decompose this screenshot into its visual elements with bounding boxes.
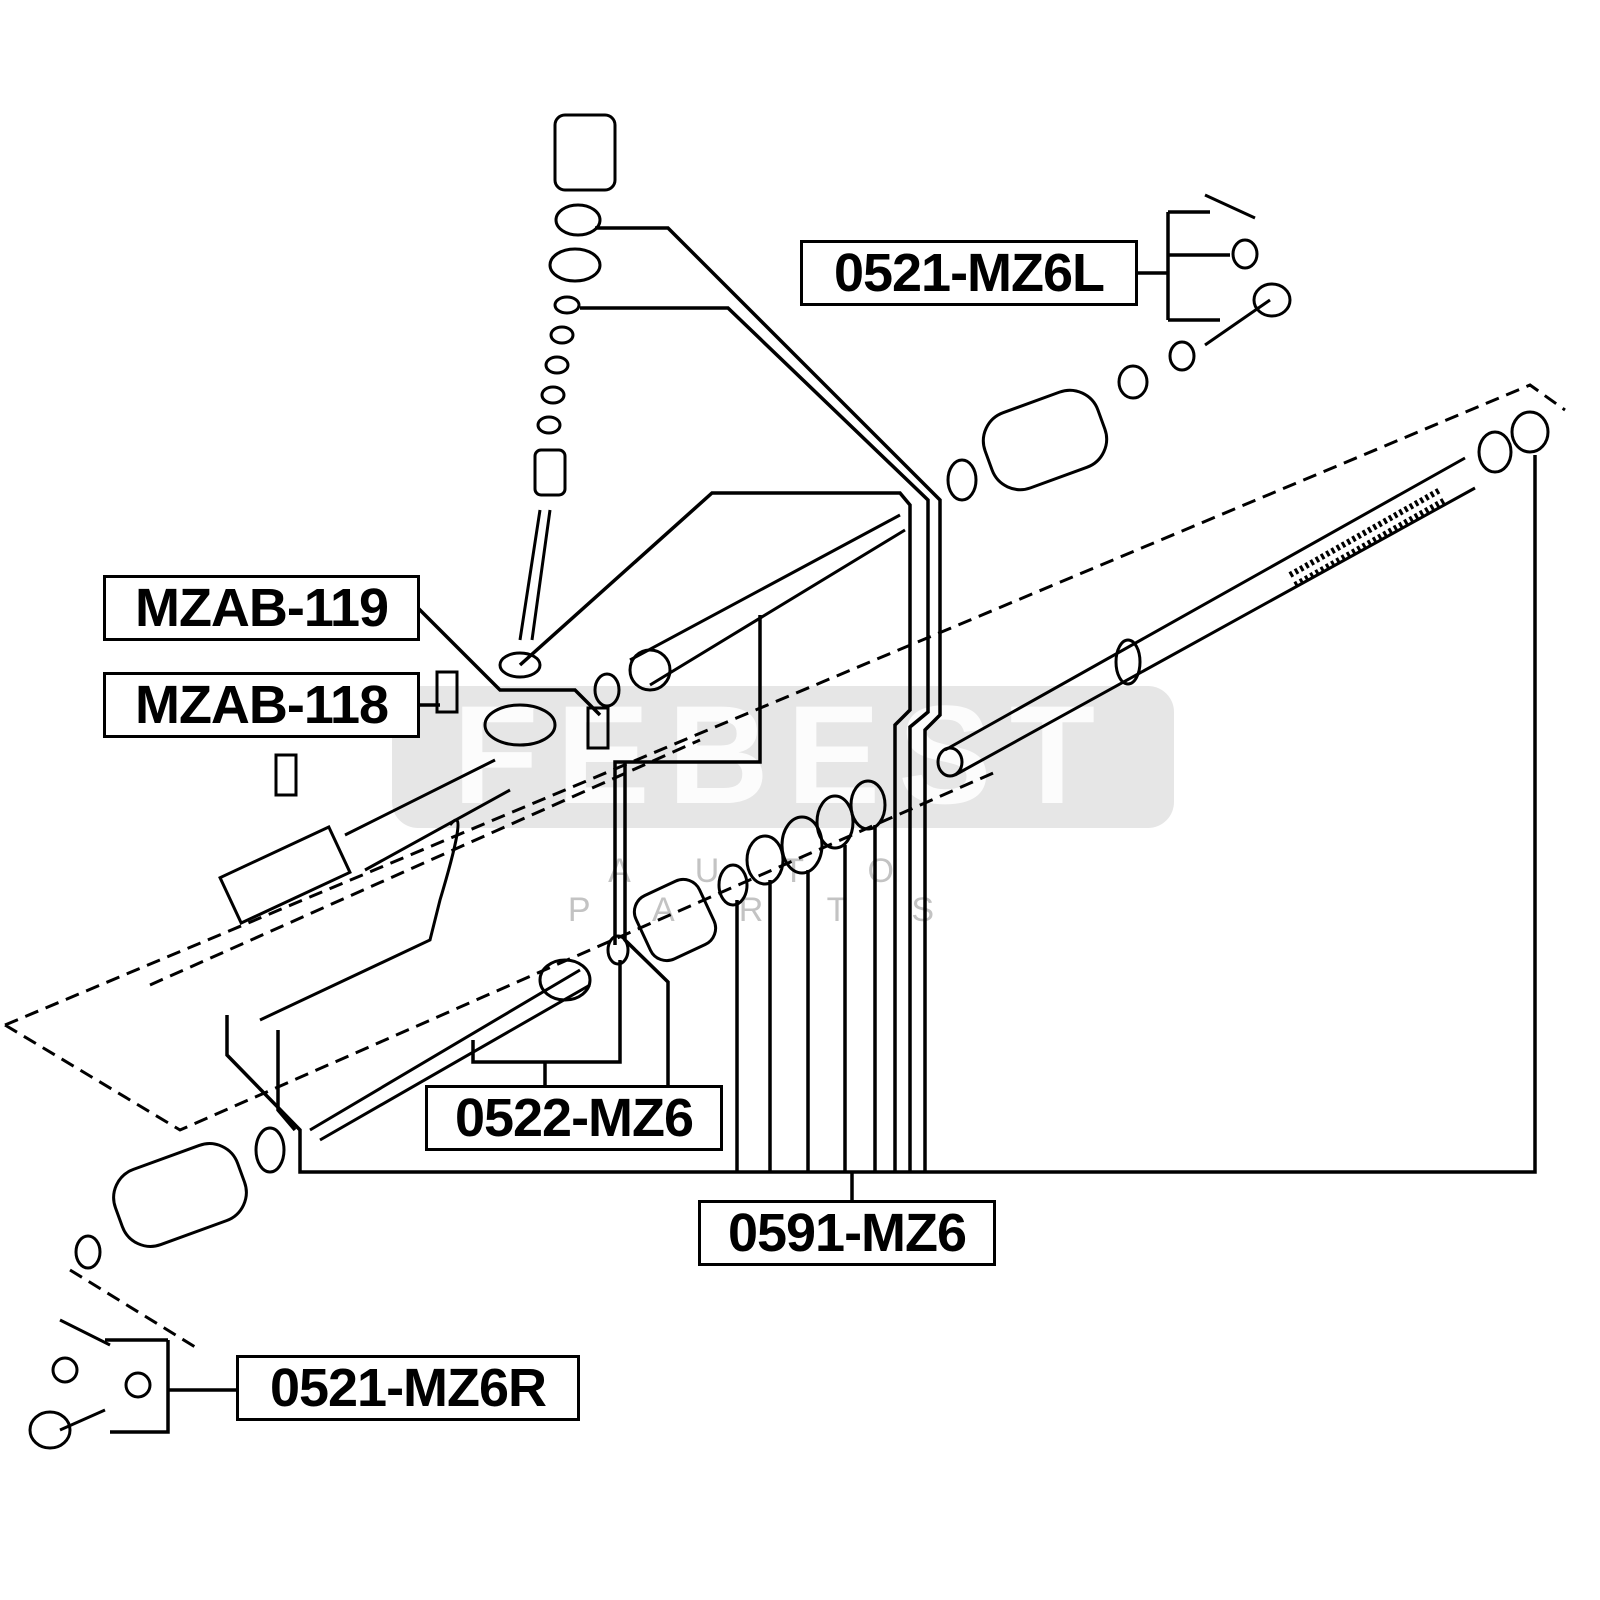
steering-rack bbox=[936, 410, 1550, 778]
inner-tie-rod bbox=[309, 513, 906, 1142]
label-0591-mz6[interactable]: 0591-MZ6 bbox=[698, 1200, 996, 1266]
seal-rings bbox=[274, 670, 887, 963]
dashed-outline bbox=[4, 383, 1566, 1132]
boot-right bbox=[28, 1126, 286, 1450]
rack-housing bbox=[218, 703, 557, 1022]
label-0521-mz6l[interactable]: 0521-MZ6L bbox=[800, 240, 1138, 306]
label-0521-mz6r[interactable]: 0521-MZ6R bbox=[236, 1355, 580, 1421]
dashed-outline-right bbox=[69, 1268, 201, 1352]
boot-left bbox=[946, 193, 1292, 502]
label-mzab-119[interactable]: MZAB-119 bbox=[103, 575, 420, 641]
leader-lines bbox=[105, 210, 1537, 1434]
watermark-background bbox=[392, 686, 1174, 828]
label-mzab-118[interactable]: MZAB-118 bbox=[103, 672, 420, 738]
watermark-brand: FEBEST bbox=[452, 676, 1114, 833]
label-0522-mz6[interactable]: 0522-MZ6 bbox=[425, 1085, 723, 1151]
pinion-assembly bbox=[498, 113, 617, 679]
